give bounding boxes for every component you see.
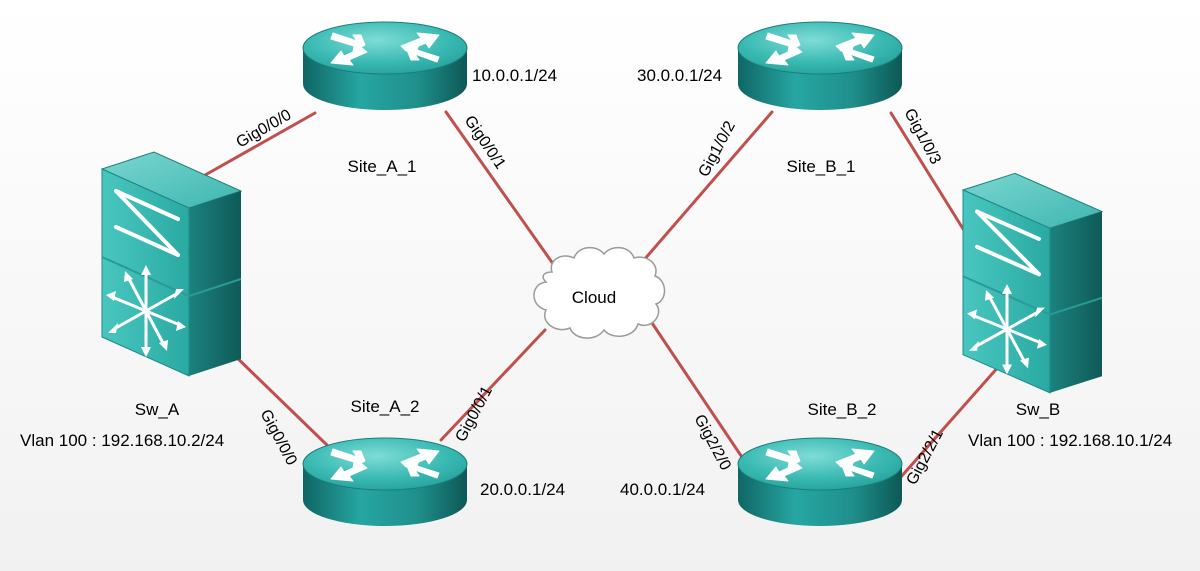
cloud-label: Cloud [572,288,616,307]
site-a-2-ip: 20.0.0.1/24 [480,480,565,499]
router-icon [302,437,468,527]
router-site-a-2[interactable] [302,437,468,527]
router-site-b-1[interactable] [737,21,903,111]
site-a-1-label: Site_A_1 [348,157,417,176]
cloud[interactable]: Cloud [533,246,666,339]
link-site-a-2-to-cloud [439,328,547,442]
site-b-2-ip: 40.0.0.1/24 [620,480,705,499]
router-site-a-1[interactable] [302,21,468,111]
router-site-b-2[interactable] [737,437,903,527]
switch-sw-b[interactable] [961,171,1104,395]
site-a-2-label: Site_A_2 [351,397,420,416]
link-sw-a-to-site-a-2 [228,349,332,450]
interface-label-site-b-2-to-cloud: Gig2/2/0 [690,412,733,473]
interface-label-site-a-2-to-sw-a: Gig0/0/0 [256,407,299,468]
interface-label-site-b-2-to-sw-b: Gig2/2/1 [904,426,947,487]
router-icon [302,21,468,111]
sw-a-label: Sw_A [135,400,180,419]
cloud-icon [533,246,666,339]
interface-label-site-a-2-to-cloud: Gig0/0/1 [453,383,496,444]
multilayer-switch-icon [961,171,1104,395]
site-b-2-label: Site_B_2 [808,400,877,419]
router-icon [737,21,903,111]
link-site-a-1-to-cloud [444,110,558,270]
sw-b-label: Sw_B [1016,400,1060,419]
interface-label-site-b-1-to-cloud: Gig1/0/2 [696,118,739,179]
multilayer-switch-icon [100,150,243,378]
link-site-a-1-to-sw-a [189,111,317,185]
site-a-1-ip: 10.0.0.1/24 [472,66,557,85]
link-site-b-2-to-sw-b [898,355,1009,480]
link-cloud-to-site-b-1 [635,110,774,270]
site-b-1-label: Site_B_1 [787,157,856,176]
sw-a-vlan-label: Vlan 100 : 192.168.10.2/24 [20,431,224,450]
switch-sw-a[interactable] [100,150,243,378]
router-icon [737,437,903,527]
link-site-b-1-to-sw-b [889,111,967,234]
site-b-1-ip: 30.0.0.1/24 [637,66,722,85]
sw-b-vlan-label: Vlan 100 : 192.168.10.1/24 [968,431,1172,450]
